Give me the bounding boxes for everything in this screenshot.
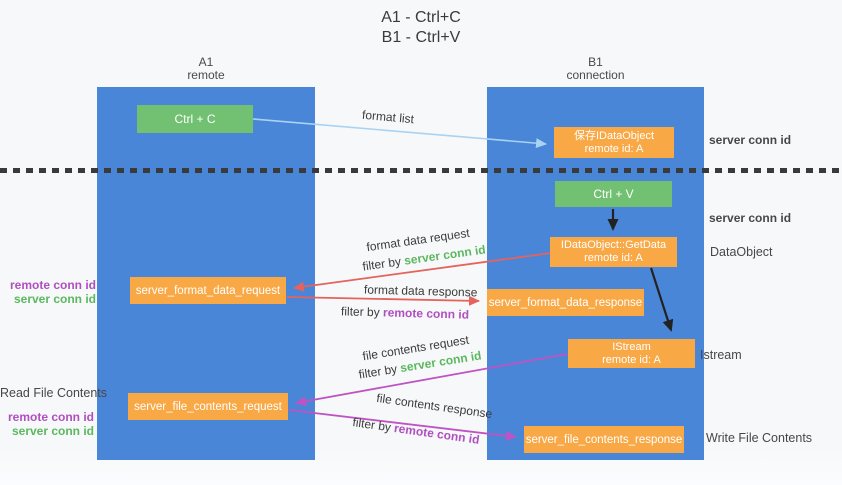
server-file-contents-request-node: server_file_contents_request bbox=[128, 393, 288, 420]
right-column-header: B1 connection bbox=[487, 56, 704, 82]
filter-by-text: filter by bbox=[340, 304, 384, 320]
server-conn-id-label-mid: server conn id bbox=[709, 211, 792, 225]
server-file-contents-response-node: server_file_contents_response bbox=[524, 426, 684, 453]
title-line-2: B1 - Ctrl+V bbox=[381, 29, 461, 46]
save-dataobject-node: 保存IDataObject remote id: A bbox=[554, 127, 674, 158]
left-column-header: A1 remote bbox=[97, 56, 315, 82]
title-line-1: A1 - Ctrl+C bbox=[381, 9, 461, 26]
getdata-node: IDataObject::GetData remote id: A bbox=[550, 237, 677, 267]
left-column-role: remote bbox=[187, 68, 225, 82]
remote-conn-id-label-1: remote conn id bbox=[9, 278, 96, 292]
server-file-contents-request-label: server_file_contents_request bbox=[134, 400, 282, 413]
server-conn-id-label-2: server conn id bbox=[11, 424, 94, 438]
save-dataobject-line2: remote id: A bbox=[584, 142, 644, 155]
diagram-title: A1 - Ctrl+C B1 - Ctrl+V bbox=[0, 8, 842, 48]
ctrl-c-label: Ctrl + C bbox=[174, 112, 216, 126]
save-dataobject-line1: 保存IDataObject bbox=[573, 129, 655, 142]
ctrl-c-node: Ctrl + C bbox=[137, 105, 253, 133]
server-file-contents-response-label: server_file_contents_response bbox=[525, 433, 683, 446]
dataobject-label: DataObject bbox=[710, 245, 773, 259]
right-column-role: connection bbox=[566, 68, 625, 82]
ctrl-v-label: Ctrl + V bbox=[593, 187, 634, 201]
istream-line2: remote id: A bbox=[602, 353, 661, 366]
istream-side-label: Istream bbox=[700, 348, 742, 362]
server-conn-id-label-1: server conn id bbox=[13, 292, 96, 306]
machine-separator-dotted-line bbox=[0, 168, 842, 173]
getdata-line2: remote id: A bbox=[584, 252, 643, 264]
getdata-line1: IDataObject::GetData bbox=[560, 239, 667, 251]
format-request-conn-ids: remote conn id server conn id bbox=[0, 278, 96, 306]
format-data-response-filter-annotation: filter by remote conn id bbox=[341, 304, 469, 321]
ctrl-v-node: Ctrl + V bbox=[555, 181, 672, 207]
filter-by-text: filter by bbox=[351, 415, 396, 435]
remote-conn-id-text: remote conn id bbox=[382, 305, 470, 322]
server-conn-id-label-top: server conn id bbox=[709, 133, 792, 147]
format-list-annotation: format list bbox=[361, 107, 415, 127]
remote-conn-id-label-2: remote conn id bbox=[7, 410, 94, 424]
file-request-conn-ids: remote conn id server conn id bbox=[0, 410, 94, 438]
left-column-name: A1 bbox=[198, 55, 214, 69]
server-format-data-response-label: server_format_data_response bbox=[488, 296, 643, 309]
file-contents-response-annotation: file contents response bbox=[375, 390, 494, 422]
server-format-data-request-node: server_format_data_request bbox=[130, 277, 286, 304]
server-format-data-request-label: server_format_data_request bbox=[135, 284, 281, 297]
read-file-contents-label: Read File Contents bbox=[0, 386, 108, 400]
format-data-response-annotation: format data response bbox=[363, 282, 478, 300]
write-file-contents-label: Write File Contents bbox=[706, 431, 813, 445]
remote-conn-id-text: remote conn id bbox=[393, 421, 481, 447]
filter-by-text: filter by bbox=[357, 361, 402, 382]
server-format-data-response-node: server_format_data_response bbox=[487, 289, 644, 316]
istream-line1: IStream bbox=[612, 340, 651, 353]
filter-by-text: filter by bbox=[361, 253, 406, 274]
file-contents-response-filter-annotation: filter by remote conn id bbox=[352, 415, 481, 447]
istream-node: IStream remote id: A bbox=[568, 339, 695, 368]
right-column-name: B1 bbox=[588, 55, 603, 69]
